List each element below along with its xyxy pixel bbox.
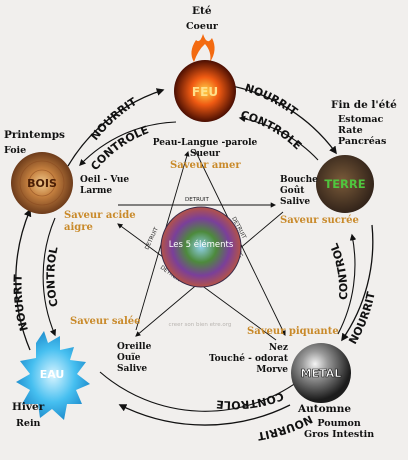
- water-senses: Oreille Ouïe Salive: [117, 342, 152, 374]
- metal-organs: Poumon Gros Intestin: [304, 418, 375, 440]
- inner-cycle: [42, 115, 357, 412]
- fire-senses: Peau-Langue -parole Sueur: [152, 138, 258, 159]
- wood-organs: Foie: [4, 145, 27, 156]
- fire-flavor: Saveur amer: [170, 160, 241, 171]
- earth-flavor: Saveur sucrée: [280, 215, 359, 226]
- watermark: creer son bien etre.org: [169, 322, 232, 328]
- metal-label: METAL: [301, 367, 342, 380]
- fire-season: Eté: [192, 5, 212, 17]
- wood-season: Printemps: [4, 129, 65, 141]
- center-emblem: Les 5 éléments creer son bien etre.org: [160, 206, 242, 328]
- fire-organs: Coeur: [186, 21, 218, 32]
- metal-senses: Nez Touché - odorat Morve: [209, 343, 288, 375]
- metal-orb: METAL: [291, 343, 351, 403]
- wood-orb: BOIS: [11, 152, 73, 214]
- fire-orb: FEU: [174, 34, 236, 122]
- earth-organs: Estomac Rate Pancréas: [338, 114, 387, 147]
- outer-cycle: [15, 85, 374, 426]
- water-label: EAU: [40, 368, 65, 381]
- wood-label: BOIS: [27, 177, 57, 190]
- earth-senses: Bouche Goût Salive: [280, 175, 318, 207]
- earth-label: TERRE: [324, 177, 365, 191]
- earth-season: Fin de l'été: [331, 99, 397, 111]
- wood-flavor: Saveur acide aigre: [64, 210, 136, 233]
- metal-flavor: Saveur piquante: [247, 326, 339, 337]
- fire-label: FEU: [192, 85, 218, 99]
- label-detruit-1: DETRUIT: [185, 197, 210, 203]
- center-title: Les 5 éléments: [169, 239, 234, 250]
- wood-senses: Oeil - Vue Larme: [80, 175, 130, 196]
- water-orb: EAU: [16, 331, 90, 420]
- label-detruit-2: DETRUIT: [144, 226, 160, 251]
- earth-orb: TERRE: [316, 155, 374, 213]
- water-season: Hiver: [12, 401, 45, 413]
- label-controle-4: CONTROLE: [216, 389, 286, 411]
- metal-season: Automne: [298, 403, 352, 415]
- water-organs: Rein: [16, 418, 41, 429]
- water-flavor: Saveur salée: [70, 316, 141, 327]
- label-nourrit-5: NOURRIT: [11, 274, 30, 333]
